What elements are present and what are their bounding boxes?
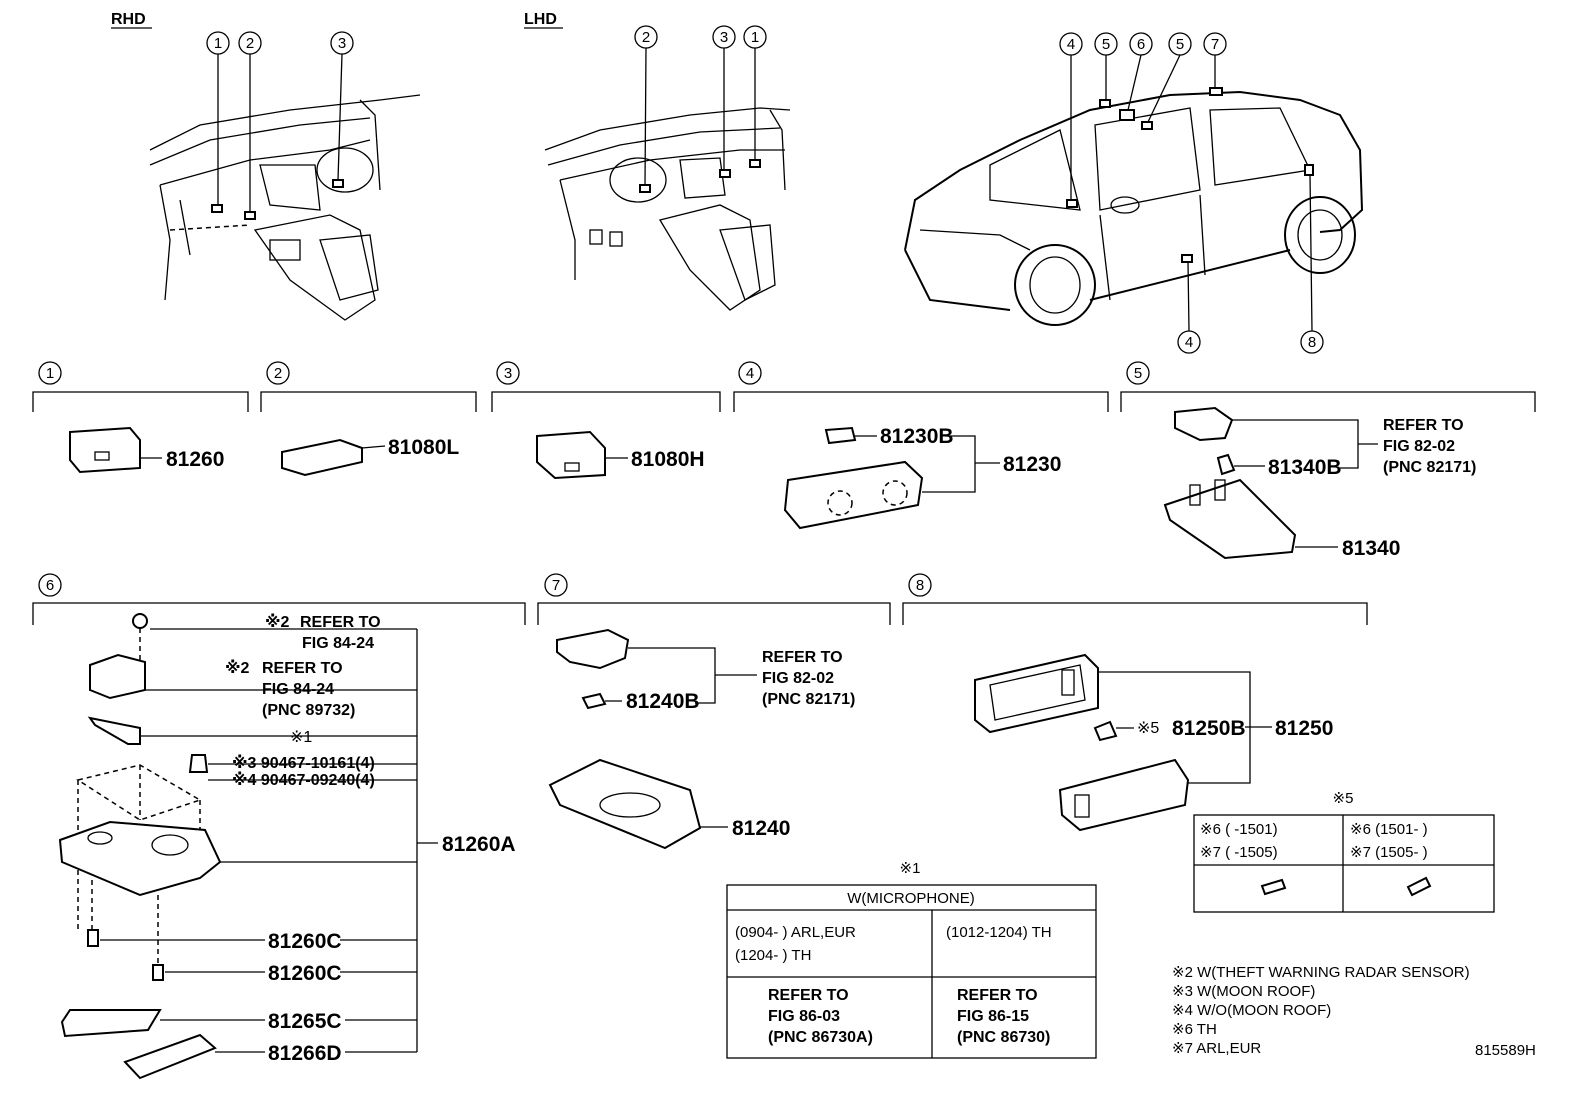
legend: ※2 W(THEFT WARNING RADAR SENSOR) ※3 W(MO… [1172,964,1536,1059]
table1-right-ref-2: FIG 86-15 [957,1008,1029,1025]
legend-note-4: ※4 W/O(MOON ROOF) [1172,1002,1331,1019]
lhd-callout-2: 2 [642,29,650,46]
table1-left-ref-3: (PNC 86730A) [768,1029,873,1046]
table1-left-ref-1: REFER TO [768,987,849,1004]
legend-note-6: ※6 TH [1172,1021,1217,1038]
car-callout-6: 6 [1137,36,1145,53]
section-2: 2 81080L [260,361,477,477]
section-4: 4 81230B 81230 [733,361,1109,530]
section-8: 8 ※5 81250B 81250 [902,573,1368,832]
section-5-refer-1: REFER TO [1383,417,1464,434]
section-1-marker: 1 [46,365,54,382]
bulb-table: ※5 ※6 ( -1501) ※7 ( -1505) ※6 (1501- ) ※… [1193,790,1495,913]
rhd-callout-2: 2 [246,35,254,52]
s6-bolt2: ※4 90467-09240(4) [232,771,375,789]
section-5-refer-3: (PNC 82171) [1383,459,1476,476]
table5-left-1: ※6 ( -1501) [1200,821,1278,838]
part-81080L[interactable]: 81080L [388,436,459,459]
table1-title: W(MICROPHONE) [847,890,975,907]
diagram-id: 815589H [1475,1042,1536,1059]
s6-ref2-line3: (PNC 89732) [262,702,355,719]
part-81260C-a[interactable]: 81260C [268,930,342,953]
lhd-callout-3: 3 [720,29,728,46]
legend-note-2: ※2 W(THEFT WARNING RADAR SENSOR) [1172,964,1470,981]
section-3-marker: 3 [504,365,512,382]
legend-note-7: ※7 ARL,EUR [1172,1040,1261,1057]
s6-ref1-mark: ※2 [265,613,290,631]
section-3: 3 81080H [491,361,721,480]
section-5-marker: 5 [1134,365,1142,382]
s6-ref2-mark: ※2 [225,659,250,677]
legend-note-3: ※3 W(MOON ROOF) [1172,983,1315,1000]
part-81266D[interactable]: 81266D [268,1042,342,1065]
lhd-label: LHD [524,11,557,28]
table5-mark: ※5 [1333,790,1354,807]
section-7-refer-2: FIG 82-02 [762,670,834,687]
table1-right-1: (1012-1204) TH [946,924,1052,941]
rhd-label: RHD [111,11,146,28]
section-7-marker: 7 [552,577,560,594]
part-81240B[interactable]: 81240B [626,690,700,713]
section-2-marker: 2 [274,365,282,382]
part-81340[interactable]: 81340 [1342,537,1400,560]
rhd-dashboard-illustration: RHD 1 2 3 [111,11,421,321]
section-4-marker: 4 [746,365,754,382]
s6-ref2-line2: FIG 84-24 [262,681,334,698]
car-callouts: 4 5 6 5 7 4 8 [1059,32,1324,354]
car-callout-4-bottom: 4 [1185,334,1193,351]
s6-ref1-line2: FIG 84-24 [302,635,374,652]
section-7-refer-3: (PNC 82171) [762,691,855,708]
table5-left-2: ※7 ( -1505) [1200,844,1278,861]
car-callout-8: 8 [1308,334,1316,351]
table1-left-1: (0904- ) ARL,EUR [735,924,856,941]
part-81080H[interactable]: 81080H [631,448,705,471]
lhd-callout-1: 1 [751,29,759,46]
section-7-refer-1: REFER TO [762,649,843,666]
table1-right-ref-3: (PNC 86730) [957,1029,1050,1046]
part-81230B[interactable]: 81230B [880,425,954,448]
section-8-note: ※5 [1137,720,1159,737]
table1-right-ref-1: REFER TO [957,987,1038,1004]
section-8-marker: 8 [916,577,924,594]
car-callout-4-top: 4 [1067,36,1075,53]
section-5: 5 81340B REFER TO FIG 82-02 (PNC 82171) … [1120,361,1536,560]
lhd-dashboard-illustration: LHD 2 3 1 [524,11,791,311]
part-81260[interactable]: 81260 [166,448,224,471]
part-81260C-b[interactable]: 81260C [268,962,342,985]
rhd-callout-3: 3 [338,35,346,52]
table1-mark: ※1 [900,860,921,877]
car-callout-5a: 5 [1102,36,1110,53]
part-81260A[interactable]: 81260A [442,833,516,856]
s6-note1: ※1 [290,729,312,746]
table1-left-2: (1204- ) TH [735,947,811,964]
part-81250B[interactable]: 81250B [1172,717,1246,740]
part-81265C[interactable]: 81265C [268,1010,342,1033]
microphone-table: ※1 W(MICROPHONE) (0904- ) ARL,EUR (1204-… [726,860,1097,1059]
bulb-icon-right [1406,876,1432,897]
table1-left-ref-2: FIG 86-03 [768,1008,840,1025]
section-5-refer-2: FIG 82-02 [1383,438,1455,455]
s6-ref2-line1: REFER TO [262,660,343,677]
section-6-marker: 6 [46,577,54,594]
section-6: 6 ※2 REFER TO FIG 84-24 ※2 REFER TO FIG … [32,573,526,1080]
section-7: 7 81240B REFER TO FIG 82-02 (PNC 82171) … [537,573,891,850]
lhd-callouts: 2 3 1 [634,25,767,186]
table5-right-2: ※7 (1505- ) [1350,844,1428,861]
car-illustration: 4 5 6 5 7 4 8 [904,32,1364,354]
table5-right-1: ※6 (1501- ) [1350,821,1428,838]
rhd-callouts: 1 2 3 [206,31,354,212]
bulb-icon-left [1260,878,1287,896]
s6-ref1-line1: REFER TO [300,614,381,631]
s6-bolt1: ※3 90467-10161(4) [232,754,375,772]
car-callout-7: 7 [1211,36,1219,53]
part-81340B[interactable]: 81340B [1268,456,1342,479]
part-81250[interactable]: 81250 [1275,717,1333,740]
part-81230[interactable]: 81230 [1003,453,1061,476]
section-1: 1 81260 [32,361,249,474]
car-callout-5b: 5 [1176,36,1184,53]
part-81240[interactable]: 81240 [732,817,790,840]
rhd-callout-1: 1 [214,35,222,52]
